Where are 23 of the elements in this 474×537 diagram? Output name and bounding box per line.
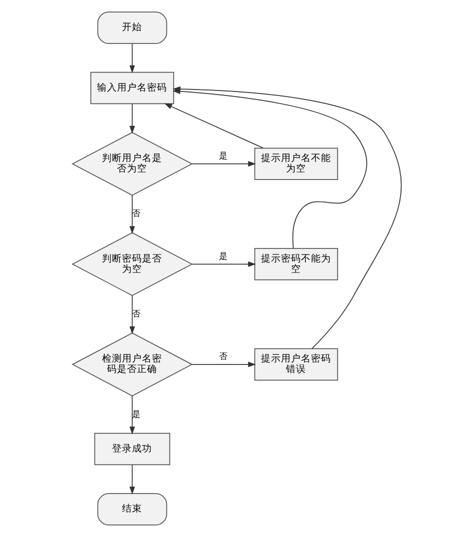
node-box: 提示用户名不能为空 bbox=[254, 148, 338, 180]
arrow bbox=[192, 362, 256, 368]
edge-label: 是 bbox=[218, 252, 228, 262]
arrow bbox=[164, 103, 264, 149]
node-box: 提示密码不能为空 bbox=[254, 248, 338, 280]
arrow bbox=[192, 161, 256, 167]
arrow bbox=[129, 194, 135, 234]
arrow bbox=[129, 43, 135, 74]
node-box: 开始 bbox=[97, 12, 168, 44]
edge-label: 否 bbox=[218, 352, 228, 362]
node-box: 登录成功 bbox=[94, 432, 170, 466]
node-box: 结束 bbox=[97, 493, 168, 526]
arrow bbox=[129, 103, 135, 134]
arrow bbox=[129, 464, 135, 494]
node-diamond: 判断密码是否为空 bbox=[72, 232, 193, 296]
node-diamond: 判断用户名是否为空 bbox=[72, 132, 193, 196]
edge-label: 是 bbox=[218, 152, 228, 162]
arrow bbox=[129, 295, 135, 334]
node-box: 输入用户名密码 bbox=[90, 72, 174, 104]
node-box: 提示用户名密码错误 bbox=[254, 348, 338, 381]
arrow bbox=[192, 261, 256, 267]
arrow bbox=[129, 395, 135, 435]
node-diamond: 检测用户名密码是否正确 bbox=[72, 332, 193, 396]
